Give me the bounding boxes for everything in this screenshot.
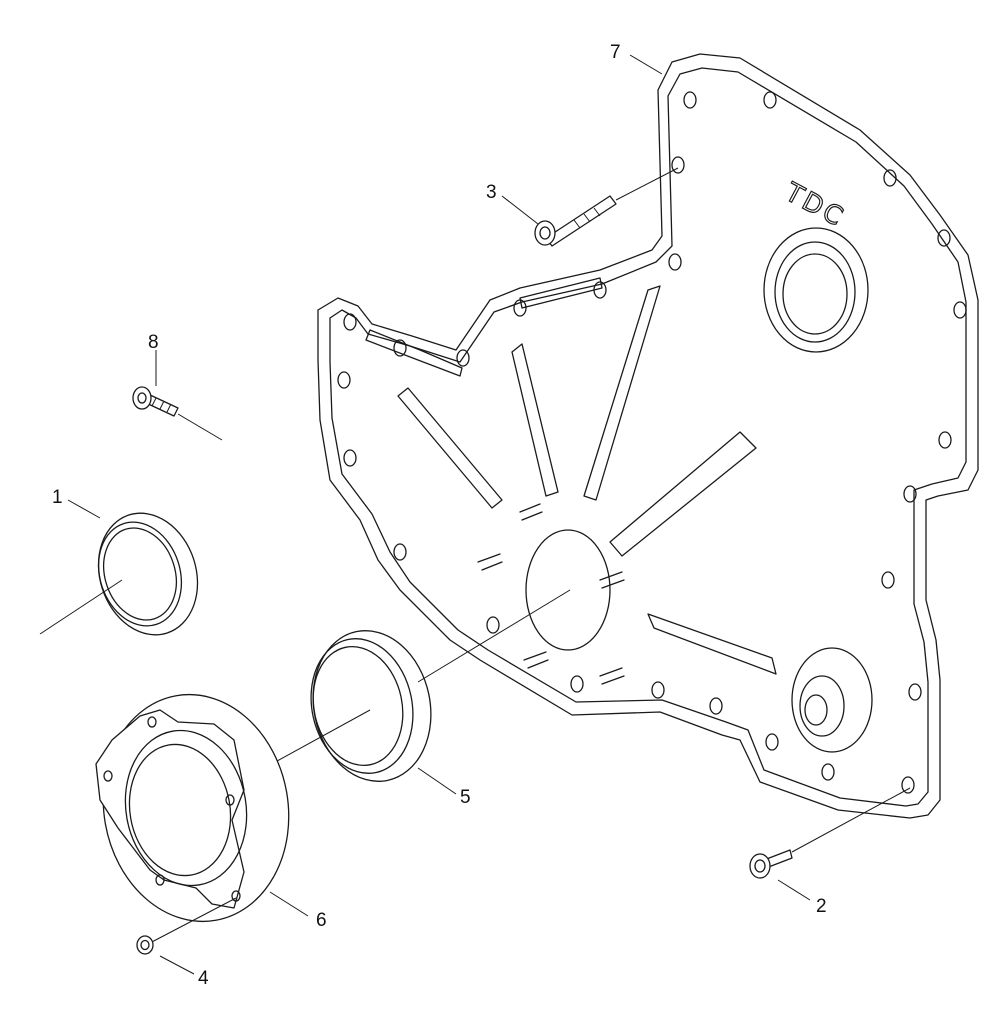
callout-8: 8 [148, 332, 159, 353]
front-cover: TDC [317, 53, 979, 819]
callout-3: 3 [486, 182, 497, 203]
oil-seal [267, 589, 571, 782]
callout-leaders [67, 54, 811, 975]
small-bolt [132, 386, 223, 441]
callout-5: 5 [460, 787, 471, 808]
callout-6: 6 [316, 910, 327, 931]
long-bolt [534, 167, 679, 247]
callout-2: 2 [816, 896, 827, 917]
callout-1: 1 [52, 487, 63, 508]
cover-bolt [749, 787, 911, 879]
small-nut [136, 935, 154, 955]
callout-4: 4 [198, 968, 209, 989]
callout-labels: 1 2 3 4 5 6 7 8 [52, 42, 827, 989]
seal-ring [39, 512, 199, 636]
callout-7: 7 [610, 42, 621, 63]
seal-housing [95, 693, 290, 945]
